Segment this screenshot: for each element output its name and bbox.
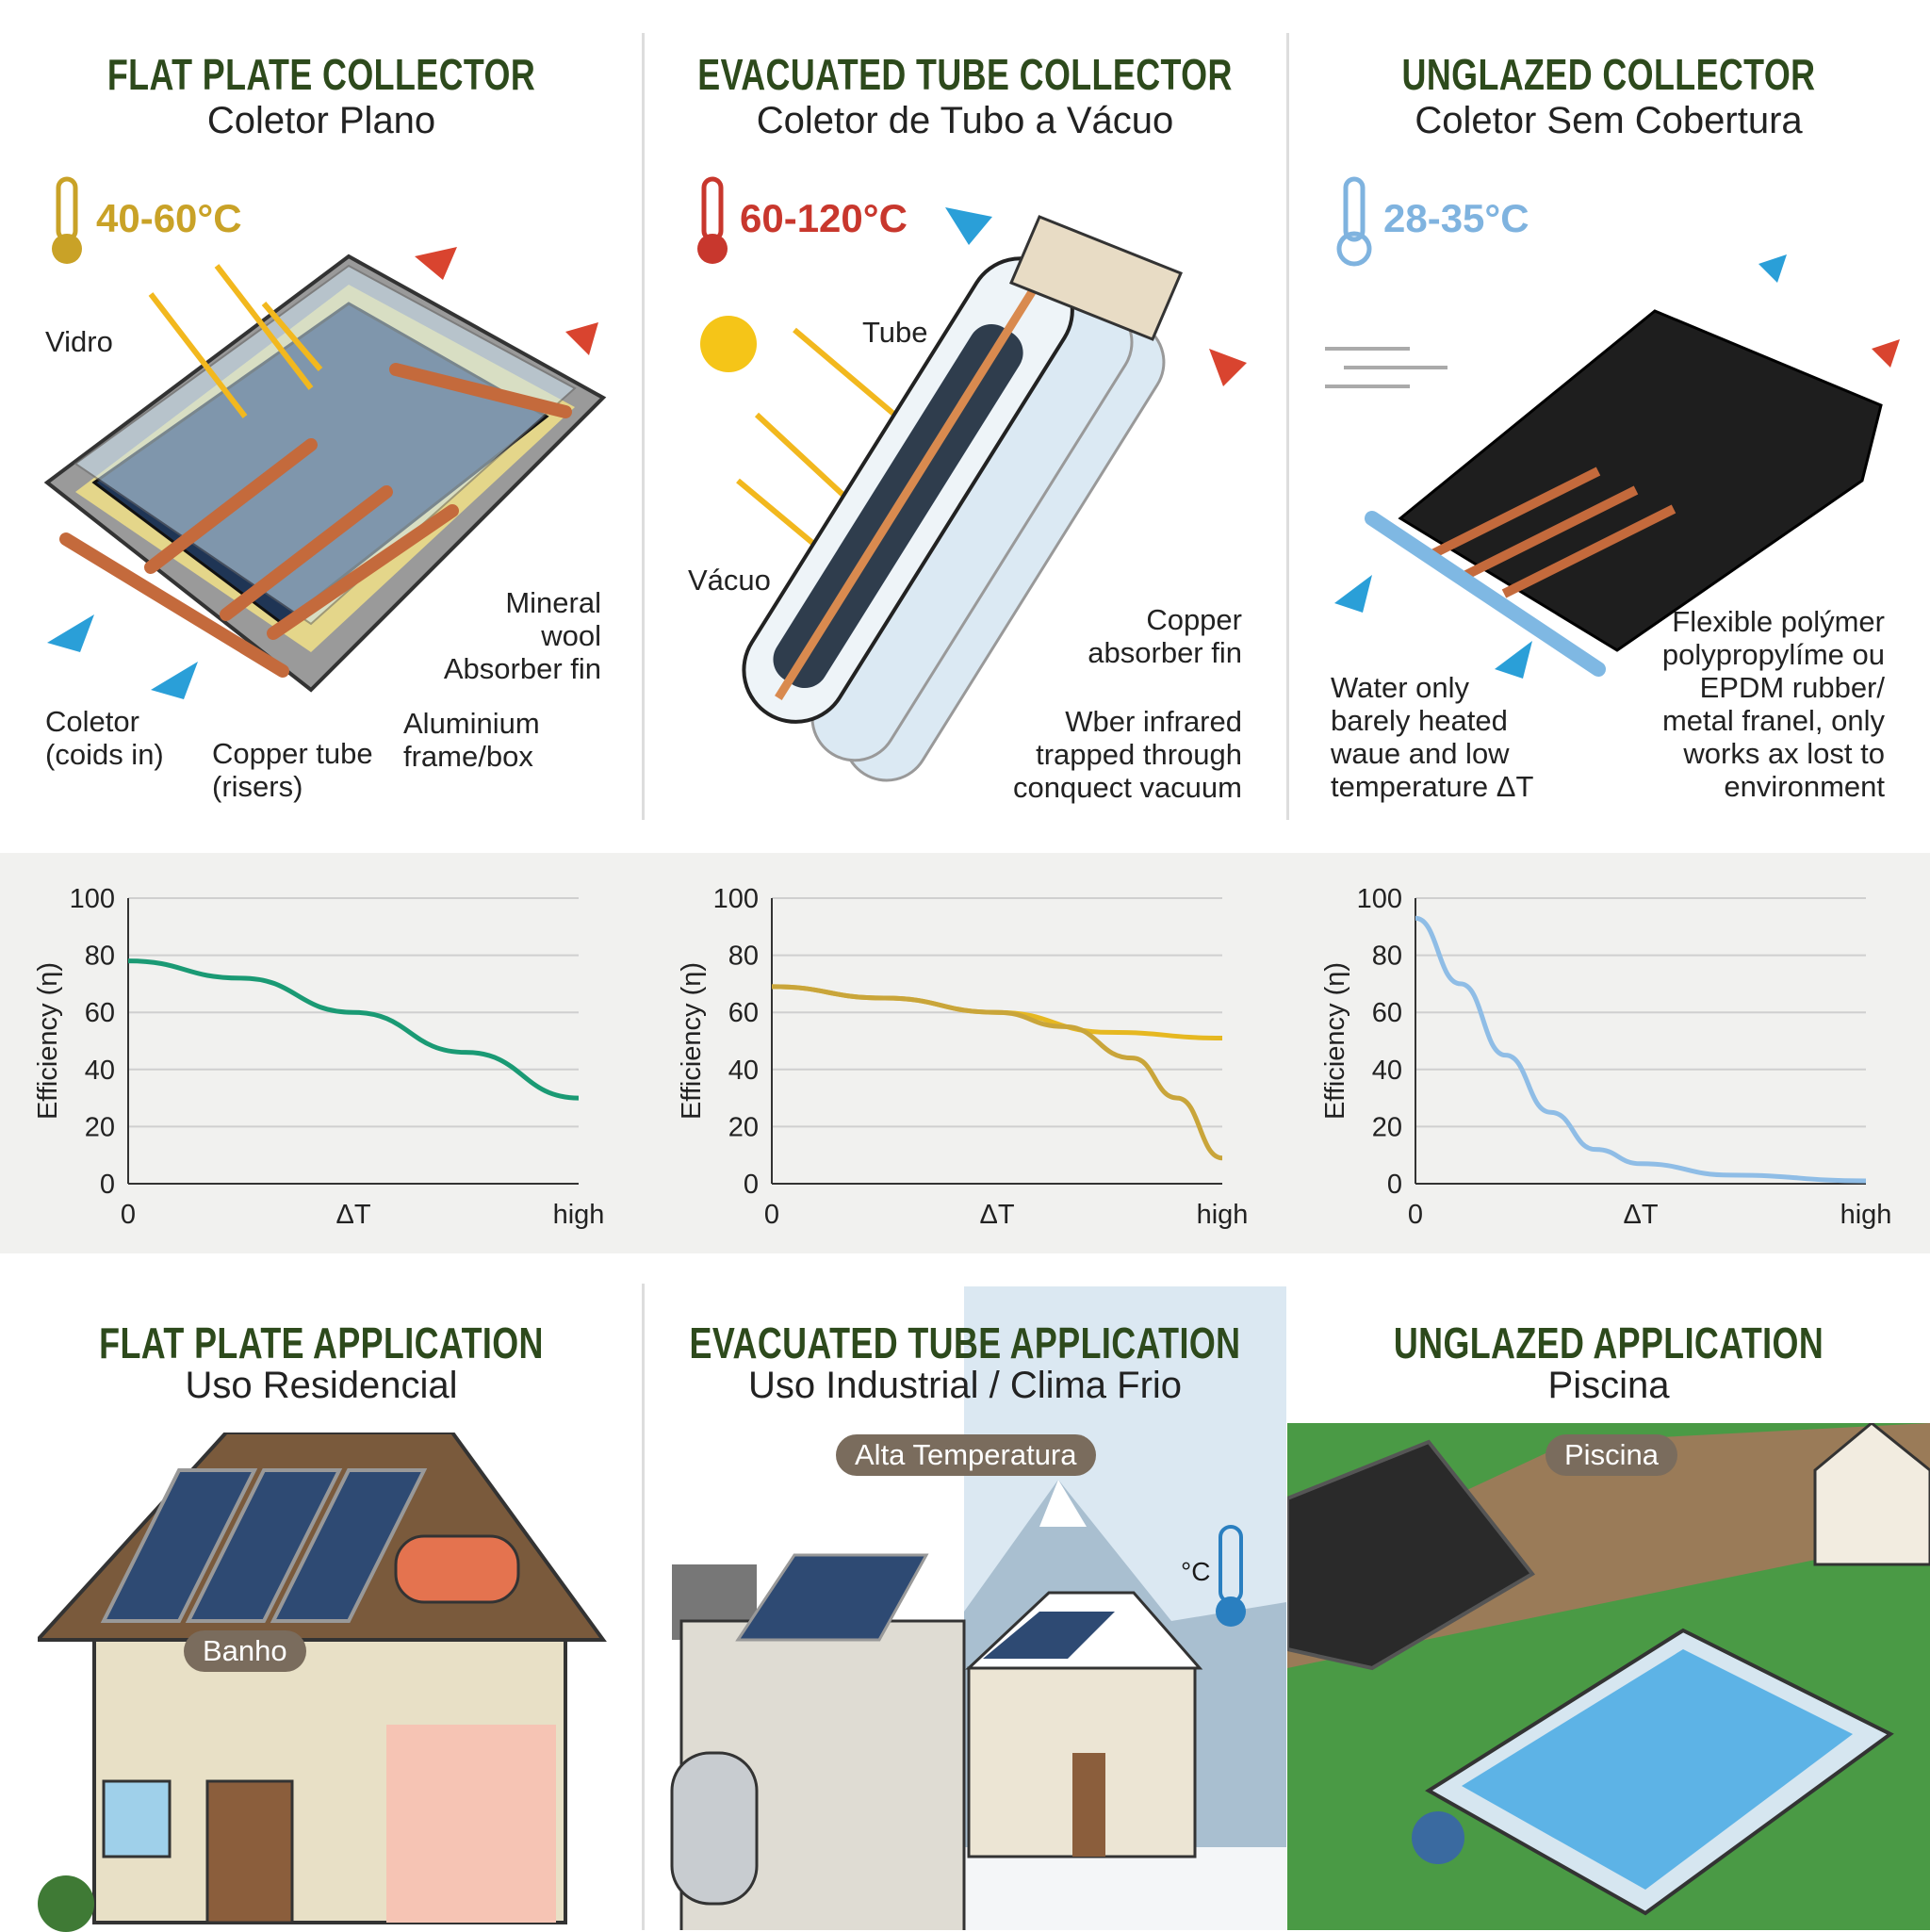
label-mineral-wool: Mineral wool Absorber fin	[443, 586, 601, 685]
x-tick-label: 0	[121, 1200, 136, 1230]
thermometer-icon	[697, 176, 728, 264]
efficiency-curve-1	[771, 984, 1223, 1161]
y-tick-label: 20	[1372, 1112, 1402, 1142]
flat-plate-diagram	[43, 247, 607, 699]
sun-icon	[700, 316, 757, 372]
thermometer-icon	[1336, 176, 1372, 267]
label-polymer: Flexible polýmer polypropylíme ou EPDM r…	[1661, 605, 1885, 803]
thermometer-icon	[52, 176, 82, 264]
pool-illustration	[1287, 1423, 1930, 1930]
panel-subtitle: Coletor Plano	[206, 100, 436, 141]
flat-plate-application: FLAT PLATE APPLICATION Uso Residencial B…	[0, 1253, 643, 1932]
evacuated-tube-panel: EVACUATED TUBE COLLECTOR Coletor de Tubo…	[644, 0, 1286, 829]
y-tick-label: 100	[1357, 884, 1402, 914]
x-tick-label: ΔT	[979, 1200, 1014, 1230]
label-tube: Tube	[862, 316, 928, 349]
application-title: UNGLAZED APPLICATION	[1393, 1318, 1824, 1367]
x-tick-label: high	[553, 1200, 605, 1230]
x-tick-label: 0	[1408, 1200, 1423, 1230]
temperature-range: 60-120°C	[740, 196, 908, 240]
panel-subtitle: Coletor Sem Cobertura	[1415, 100, 1803, 141]
panel-title: EVACUATED TUBE COLLECTOR	[697, 50, 1233, 99]
label-copper-fin: Copper absorber fin	[1088, 603, 1242, 669]
y-tick-label: 60	[728, 998, 759, 1028]
y-tick-label: 0	[100, 1170, 115, 1200]
label-water: Water only barely heated waue and low te…	[1331, 671, 1534, 803]
y-axis-label: Efficiency (η)	[677, 962, 707, 1120]
label-copper-tube: Copper tube (risers)	[212, 737, 373, 803]
y-axis-label: Efficiency (η)	[33, 962, 63, 1120]
x-tick-label: ΔT	[1623, 1200, 1658, 1230]
y-tick-label: 20	[728, 1112, 759, 1142]
unglazed-diagram	[1325, 254, 1900, 679]
application-subtitle: Uso Residencial	[185, 1365, 458, 1406]
y-tick-label: 0	[1387, 1170, 1402, 1200]
y-tick-label: 80	[728, 941, 759, 972]
panel-subtitle: Coletor de Tubo a Vácuo	[756, 100, 1174, 141]
efficiency-curve-0	[127, 958, 580, 1101]
divider	[642, 1284, 645, 1930]
application-subtitle: Piscina	[1547, 1365, 1670, 1406]
x-tick-label: high	[1840, 1200, 1892, 1230]
label-vacuum: Vácuo	[688, 564, 771, 597]
temperature-range: 40-60°C	[96, 196, 242, 240]
application-title: FLAT PLATE APPLICATION	[99, 1318, 544, 1367]
evacuated-tube-application: EVACUATED TUBE APPLICATION Uso Industria…	[644, 1253, 1286, 1930]
unglazed-application: UNGLAZED APPLICATION Piscina Piscina	[1287, 1253, 1930, 1930]
x-tick-label: high	[1197, 1200, 1249, 1230]
y-tick-label: 40	[85, 1056, 115, 1086]
label-infrared: Wber infrared trapped through conquect v…	[1013, 705, 1242, 804]
y-tick-label: 20	[85, 1112, 115, 1142]
high-temperature-tag: Alta Temperatura	[836, 1434, 1096, 1476]
x-tick-label: ΔT	[335, 1200, 370, 1230]
pool-tag: Piscina	[1546, 1434, 1677, 1476]
label-inlet: Coletor (coids in)	[45, 705, 164, 771]
y-tick-label: 100	[713, 884, 759, 914]
application-subtitle: Uso Industrial / Clima Frio	[747, 1365, 1183, 1406]
y-tick-label: 60	[1372, 998, 1402, 1028]
banho-tag: Banho	[184, 1630, 306, 1672]
flat-plate-panel: FLAT PLATE COLLECTOR Coletor Plano 40-60…	[0, 0, 643, 829]
panel-title: UNGLAZED COLLECTOR	[1401, 50, 1816, 99]
efficiency-curve-0	[1415, 915, 1867, 1184]
unglazed-panel: UNGLAZED COLLECTOR Coletor Sem Cobertura…	[1287, 0, 1930, 829]
y-tick-label: 80	[85, 941, 115, 972]
y-axis-label: Efficiency (η)	[1320, 962, 1350, 1120]
divider	[642, 33, 645, 820]
celsius-label: °C	[1181, 1557, 1211, 1586]
label-frame: Aluminium frame/box	[403, 707, 540, 773]
temperature-range: 28-35°C	[1383, 196, 1529, 240]
y-tick-label: 100	[70, 884, 115, 914]
y-tick-label: 60	[85, 998, 115, 1028]
y-tick-label: 40	[1372, 1056, 1402, 1086]
evacuated-tube-diagram	[700, 207, 1247, 782]
divider	[1286, 33, 1289, 820]
application-title: EVACUATED TUBE APPLICATION	[689, 1318, 1241, 1367]
y-tick-label: 0	[744, 1170, 759, 1200]
x-tick-label: 0	[764, 1200, 779, 1230]
house-illustration	[38, 1433, 607, 1932]
efficiency-charts-band	[0, 853, 1930, 1253]
panel-title: FLAT PLATE COLLECTOR	[106, 50, 536, 99]
y-tick-label: 80	[1372, 941, 1402, 972]
y-tick-label: 40	[728, 1056, 759, 1086]
label-glass: Vidro	[45, 325, 113, 358]
industry-and-cold-house-illustration	[670, 1480, 1286, 1930]
